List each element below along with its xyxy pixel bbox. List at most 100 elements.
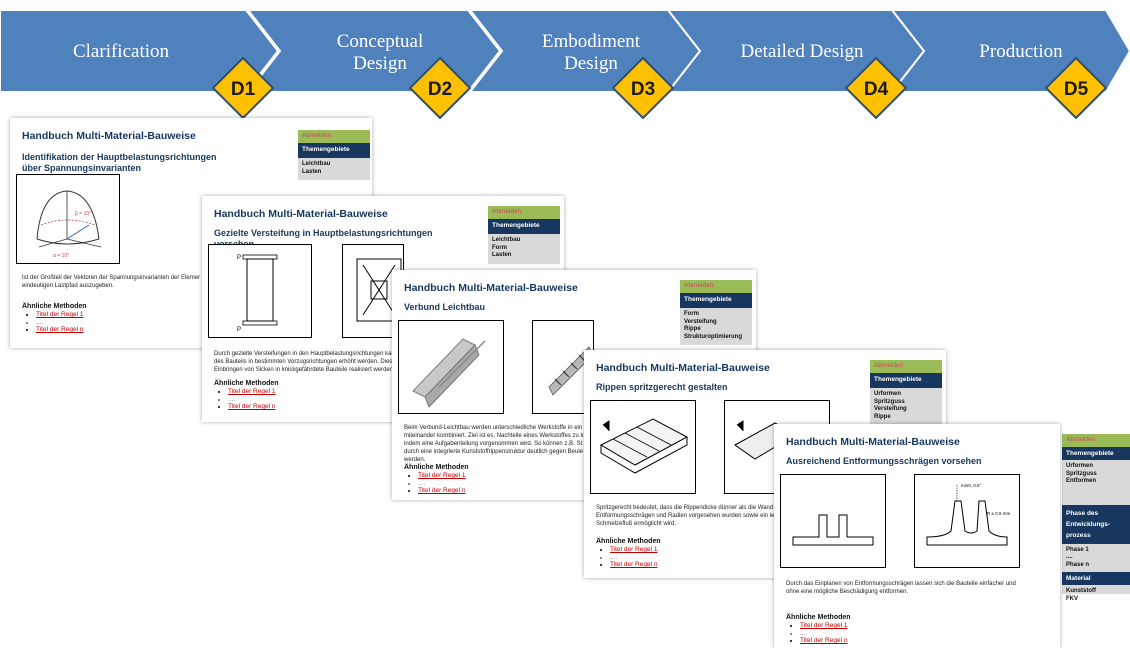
topics-header: Themengebiete xyxy=(298,143,370,158)
topic-panel: Abmelden Themengebiete Leichtbau Form La… xyxy=(488,206,560,264)
topic-item[interactable]: Form xyxy=(492,244,507,251)
material-item[interactable]: Kunststoff xyxy=(1066,588,1096,594)
similar-methods-label: Ähnliche Methoden xyxy=(22,303,87,310)
topic-list: Urformen Spritzguss Versteifung Rippe xyxy=(870,388,942,425)
topic-item[interactable]: Leichtbau xyxy=(302,161,331,167)
topic-item[interactable]: Versteifung xyxy=(684,318,717,325)
topic-item[interactable]: Rippe xyxy=(684,326,701,332)
logout-link[interactable]: Abmelden xyxy=(488,206,560,219)
topic-item[interactable]: Spritzguss xyxy=(1066,470,1097,477)
load-label: P xyxy=(237,255,241,261)
logout-link[interactable]: Abmelden xyxy=(870,360,942,373)
topic-panel: Abmelden Themengebiete Leichtbau Lasten xyxy=(298,130,370,180)
phase-header: Phase des Entwicklungs-prozess xyxy=(1062,504,1130,544)
decision-gate-label: D4 xyxy=(864,79,889,100)
topic-item[interactable]: Entformen xyxy=(1066,478,1096,484)
method-link-last[interactable]: Titel der Regel n xyxy=(36,326,84,333)
method-links: Titel der Regel 1 .... Titel der Regel n xyxy=(216,388,275,411)
topic-item[interactable]: Lasten xyxy=(492,252,512,258)
draft-angle-figure-a xyxy=(780,474,886,568)
topic-item[interactable]: Spritzguss xyxy=(874,398,905,405)
method-link-first[interactable]: Titel der Regel 1 xyxy=(418,472,466,479)
topics-header: Themengebiete xyxy=(680,293,752,308)
topic-item[interactable]: Leichtbau xyxy=(492,237,521,243)
card-title: Handbuch Multi-Material-Bauweise xyxy=(22,130,196,142)
material-header: Material xyxy=(1062,572,1130,585)
phase-label: Clarification xyxy=(73,41,170,62)
method-link-last[interactable]: Titel der Regel n xyxy=(418,487,466,494)
method-link-first[interactable]: Titel der Regel 1 xyxy=(800,622,848,629)
phase-label: Conceptual xyxy=(337,31,424,52)
logout-link[interactable]: Abmelden xyxy=(680,280,752,293)
topic-item[interactable]: Rippe xyxy=(874,413,891,420)
topic-item[interactable]: Form xyxy=(684,311,699,317)
material-item[interactable]: FKV xyxy=(1066,595,1078,602)
similar-methods-label: Ähnliche Methoden xyxy=(404,464,469,471)
decision-gate-label: D5 xyxy=(1064,79,1089,100)
logout-link[interactable]: Abmelden xyxy=(298,130,370,143)
card-title: Handbuch Multi-Material-Bauweise xyxy=(214,208,388,220)
method-link-last[interactable]: Titel der Regel n xyxy=(800,637,848,644)
method-link-first[interactable]: Titel der Regel 1 xyxy=(610,546,658,553)
decision-gate-diamond xyxy=(844,56,908,120)
beta-label: β = 10° xyxy=(75,211,91,217)
topic-item[interactable]: Versteifung xyxy=(874,406,907,412)
similar-methods-label: Ähnliche Methoden xyxy=(786,614,851,621)
decision-gate-diamond xyxy=(1044,56,1108,120)
logout-link[interactable]: Abmelden xyxy=(1062,434,1130,447)
handbook-card-5: Handbuch Multi-Material-Bauweise Ausreic… xyxy=(774,424,1060,648)
stress-invariant-figure: β = 10° α = 10° xyxy=(16,174,120,264)
topic-list: Form Versteifung Rippe Strukturoptimieru… xyxy=(680,308,752,345)
phase-chevron xyxy=(0,9,280,93)
topic-panel: Abmelden Themengebiete Urformen Spritzgu… xyxy=(870,360,942,425)
phase-item[interactable]: Phase n xyxy=(1066,561,1090,568)
topic-item[interactable]: Lasten xyxy=(302,168,322,175)
card-description: Durch gezielte Versteifungen in den Haup… xyxy=(214,351,394,373)
method-link-first[interactable]: Titel der Regel 1 xyxy=(36,311,84,318)
method-link-dots: .... xyxy=(36,319,83,327)
method-links: Titel der Regel 1 .... Titel der Regel n xyxy=(406,472,465,495)
method-link-last[interactable]: Titel der Regel n xyxy=(610,561,658,568)
ribbed-profile-figure xyxy=(532,320,594,414)
card-description: Beim Verbund-Leichtbau werden unterschie… xyxy=(404,425,584,463)
draft-angle-label: min0, 0.5° xyxy=(961,483,982,488)
phase-item: .... xyxy=(1066,554,1073,560)
method-link-dots: .... xyxy=(610,554,657,562)
rib-design-figure xyxy=(590,400,696,494)
topics-header: Themengebiete xyxy=(870,373,942,388)
topic-panel: Abmelden Themengebiete Form Versteifung … xyxy=(680,280,752,345)
method-links: Titel der Regel 1 .... Titel der Regel n xyxy=(24,311,83,334)
card-subtitle: Ausreichend Entformungsschrägen vorsehen xyxy=(786,456,982,466)
card-title: Handbuch Multi-Material-Bauweise xyxy=(404,282,578,294)
phase-label: Design xyxy=(564,53,618,74)
decision-gate-diamond xyxy=(611,56,675,120)
card-title: Handbuch Multi-Material-Bauweise xyxy=(596,362,770,374)
card-description: Durch das Einplanen von Entformungsschrä… xyxy=(786,581,1016,595)
topic-item[interactable]: Strukturoptimierung xyxy=(684,333,742,340)
decision-gate-label: D1 xyxy=(231,79,256,100)
filter-panel: Abmelden Themengebiete Urformen Spritzgu… xyxy=(1062,434,1130,602)
method-link-dots: .... xyxy=(228,396,275,404)
method-links: Titel der Regel 1 .... Titel der Regel n xyxy=(598,546,657,569)
decision-gate-diamond xyxy=(408,56,472,120)
card-title: Handbuch Multi-Material-Bauweise xyxy=(786,436,960,448)
alpha-label: α = 10° xyxy=(53,253,69,259)
topics-header: Themengebiete xyxy=(1062,447,1130,460)
method-link-dots: .... xyxy=(418,480,465,488)
composite-profile-figure xyxy=(398,320,504,414)
similar-methods-label: Ähnliche Methoden xyxy=(596,538,661,545)
method-link-last[interactable]: Titel der Regel n xyxy=(228,403,276,410)
method-link-first[interactable]: Titel der Regel 1 xyxy=(228,388,276,395)
topic-item[interactable]: Urformen xyxy=(874,391,902,397)
decision-gate-label: D2 xyxy=(428,79,452,100)
draft-angle-figure-b: min0, 0.5° R ≥ 0.5 mm xyxy=(914,474,1020,568)
beam-stiffening-figure: P P xyxy=(208,244,312,338)
phase-label: Detailed Design xyxy=(741,41,864,62)
decision-gate-label: D3 xyxy=(631,79,655,100)
topics-header: Themengebiete xyxy=(488,219,560,234)
topic-item[interactable]: Urformen xyxy=(1066,463,1094,469)
phase-item[interactable]: Phase 1 xyxy=(1066,546,1089,553)
similar-methods-label: Ähnliche Methoden xyxy=(214,380,279,387)
card-subtitle: Identifikation der Hauptbelastungsrichtu… xyxy=(22,152,217,173)
